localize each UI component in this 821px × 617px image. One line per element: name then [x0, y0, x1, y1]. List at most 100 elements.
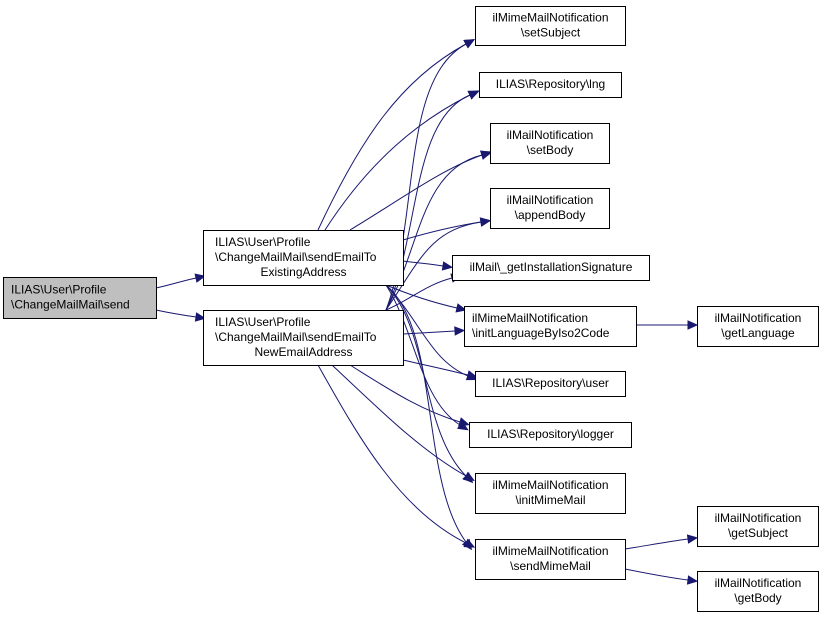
node-setSubject[interactable]: ilMimeMailNotification\setSubject [475, 6, 626, 46]
node-box [469, 422, 632, 448]
edge-line [324, 94, 471, 231]
edge-sendMime-to-getBody [624, 568, 699, 585]
node-label: NewEmailAddress [254, 345, 352, 359]
node-label: ilMimeMailNotification [492, 478, 608, 492]
node-label: \sendMimeMail [510, 559, 591, 573]
arrowhead-icon [463, 538, 476, 548]
node-label: ILIAS\Repository\user [492, 376, 609, 390]
node-box [697, 571, 819, 612]
edge-line [402, 359, 469, 376]
node-setBody[interactable]: ilMailNotification\setBody [490, 123, 610, 164]
edge-line [349, 364, 461, 423]
node-label: ilMailNotification [715, 311, 802, 325]
node-box [475, 371, 626, 397]
node-initMime[interactable]: ilMimeMailNotification\initMimeMail [475, 473, 626, 514]
node-sendMime[interactable]: ilMimeMailNotification\sendMimeMail [475, 539, 626, 580]
arrowhead-icon [454, 326, 466, 336]
node-label: ilMailNotification [507, 193, 594, 207]
edge-newaddr-to-logger [349, 364, 470, 427]
node-label: ExistingAddress [260, 265, 346, 279]
node-label: ilMimeMailNotification [492, 11, 608, 25]
node-label: \getBody [734, 591, 781, 605]
edge-existing-to-lng [324, 90, 480, 231]
node-label: \initMimeMail [515, 493, 585, 507]
node-label: ILIAS\Repository\logger [487, 427, 614, 441]
node-label: ilMailNotification [507, 128, 594, 142]
edge-existing-to-setBody [349, 150, 492, 231]
node-label: \getSubject [728, 526, 789, 540]
arrowhead-icon [463, 471, 475, 482]
node-getLanguage[interactable]: ilMailNotification\getLanguage [697, 306, 819, 347]
node-box [475, 539, 626, 580]
node-box [475, 473, 626, 514]
node-box [697, 506, 819, 547]
arrowhead-icon [479, 217, 492, 227]
node-label: ILIAS\User\Profile [215, 315, 311, 329]
edge-line [155, 277, 197, 289]
node-getBody[interactable]: ilMailNotification\getBody [697, 571, 819, 612]
edge-line [385, 284, 467, 543]
node-label: \getLanguage [721, 326, 795, 340]
edge-send-to-existing [155, 273, 207, 289]
edge-line [624, 568, 689, 581]
node-label: \ChangeMailMail\sendEmailTo [215, 330, 377, 344]
edge-newaddr-to-appendBody [385, 217, 492, 311]
node-box [490, 123, 610, 164]
node-box [203, 310, 404, 366]
edge-line [385, 284, 461, 426]
node-label: \initLanguageByIso2Code [472, 326, 610, 340]
node-lng[interactable]: ILIAS\Repository\lng [479, 72, 622, 98]
node-label: \setSubject [521, 26, 581, 40]
node-send[interactable]: ILIAS\User\Profile\ChangeMailMail\send [3, 277, 157, 319]
node-logger[interactable]: ILIAS\Repository\logger [469, 422, 632, 448]
node-label: ilMailNotification [715, 511, 802, 525]
node-label: ilMimeMailNotification [492, 544, 608, 558]
edge-line [402, 330, 456, 335]
edge-line [317, 43, 467, 231]
arrowhead-icon [466, 370, 478, 380]
edge-line [155, 309, 197, 318]
arrowhead-icon [686, 575, 699, 585]
edge-newaddr-to-user [402, 359, 478, 380]
node-sig[interactable]: ilMail\_getInstallationSignature [452, 255, 650, 281]
node-label: ILIAS\User\Profile [11, 283, 107, 297]
edge-newaddr-to-initLang [402, 326, 466, 336]
nodes-layer: ILIAS\User\Profile\ChangeMailMail\sendIL… [3, 6, 819, 612]
node-getSubject[interactable]: ilMailNotification\getSubject [697, 506, 819, 547]
edge-line [385, 277, 453, 311]
edge-line [317, 364, 467, 544]
edge-initLang-to-getLanguage [635, 320, 699, 330]
arrowhead-icon [194, 273, 207, 283]
edge-newaddr-to-setBody [385, 150, 492, 311]
node-box [697, 306, 819, 347]
node-label: ilMimeMailNotification [472, 311, 588, 325]
node-label: ilMailNotification [715, 576, 802, 590]
edge-existing-to-sig [402, 260, 454, 271]
node-label: ILIAS\User\Profile [215, 235, 311, 249]
node-box [464, 306, 637, 347]
arrowhead-icon [455, 303, 467, 313]
edge-line [385, 221, 482, 311]
arrowhead-icon [480, 150, 492, 160]
node-label: ILIAS\Repository\lng [496, 77, 605, 91]
node-appendBody[interactable]: ilMailNotification\appendBody [490, 188, 610, 229]
edge-line [349, 154, 483, 231]
node-existing[interactable]: ILIAS\User\Profile\ChangeMailMail\sendEm… [203, 230, 404, 286]
node-initLang[interactable]: ilMimeMailNotification\initLanguageByIso… [464, 306, 637, 347]
arrowhead-icon [441, 261, 454, 271]
edge-line [624, 538, 689, 550]
node-box [452, 255, 650, 281]
edge-newaddr-to-initMime [331, 364, 475, 482]
node-newaddr[interactable]: ILIAS\User\Profile\ChangeMailMail\sendEm… [203, 310, 404, 366]
arrowhead-icon [687, 320, 699, 330]
arrowhead-icon [463, 39, 475, 49]
arrowhead-icon [458, 417, 470, 427]
node-box [3, 277, 157, 319]
edge-line [331, 364, 467, 477]
edge-sendMime-to-getSubject [624, 534, 699, 550]
node-user[interactable]: ILIAS\Repository\user [475, 371, 626, 397]
arrowhead-icon [194, 312, 207, 322]
node-label: \ChangeMailMail\sendEmailTo [215, 250, 377, 264]
node-label: \appendBody [515, 208, 586, 222]
